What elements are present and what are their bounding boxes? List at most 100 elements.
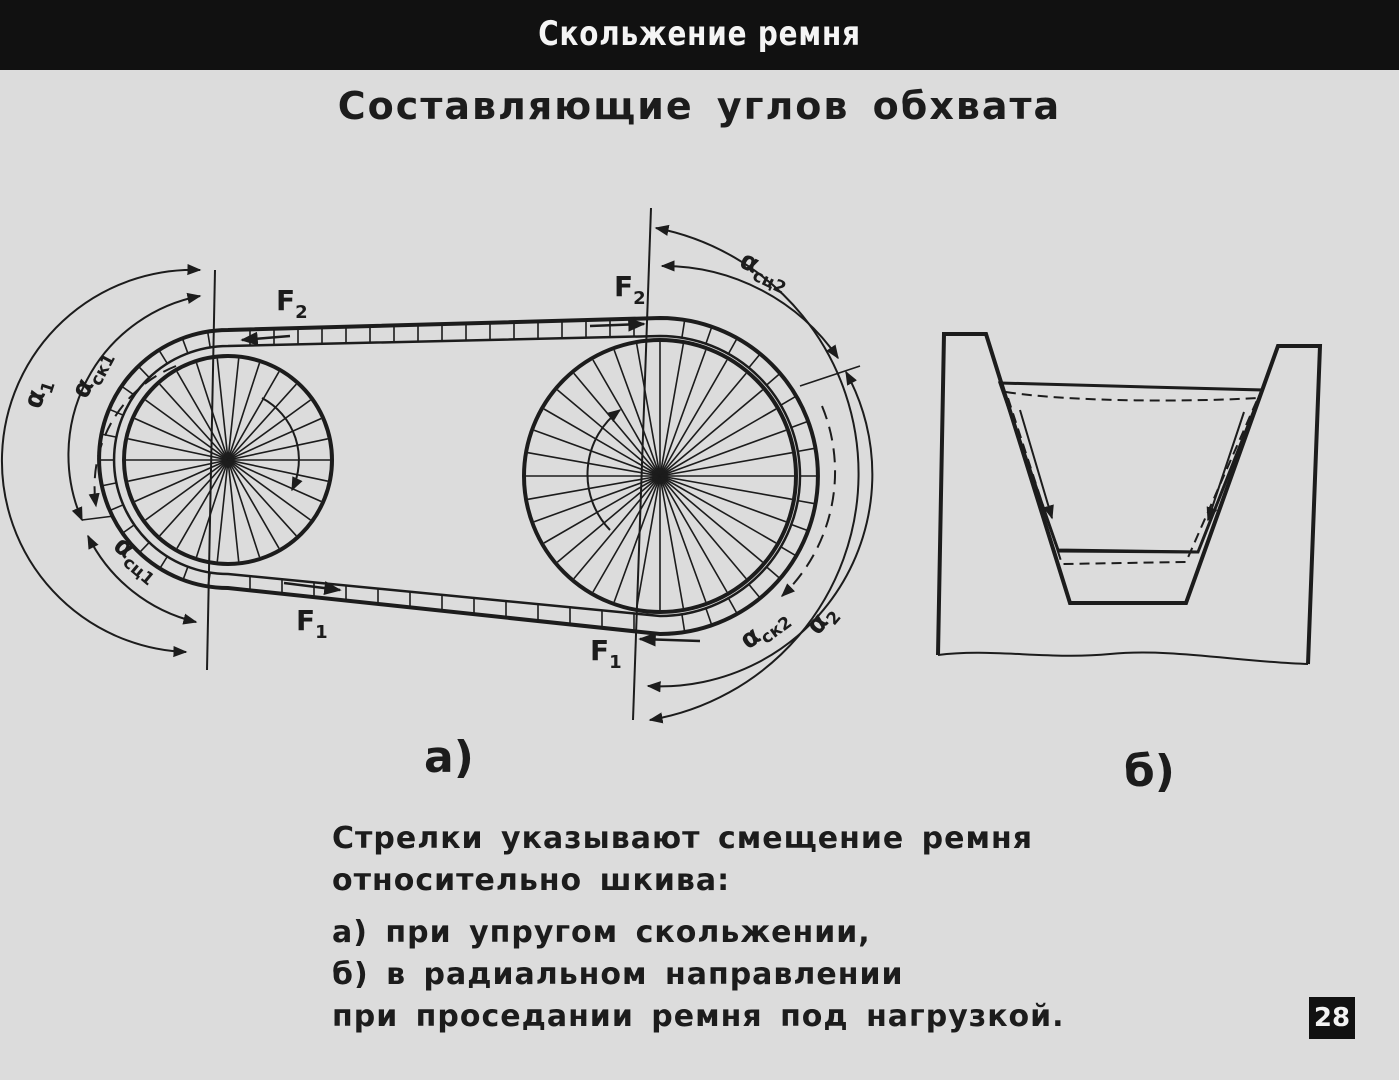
force-f2-left-arrow [240,331,291,346]
pulley-spoke [227,459,297,537]
belt-segment-mark [705,608,713,626]
belt-segment-mark [748,353,761,369]
belt-segment-mark [101,433,117,438]
pulley-spoke [527,475,661,501]
belt-segment-mark [138,366,150,379]
arc-alpha-sk2 [646,370,874,693]
svg-text:αск1: αск1 [66,344,120,405]
belt-segment-mark [158,350,168,364]
belt-segment-mark [681,319,686,338]
pulley-spoke [556,475,661,563]
radial-arrow-right [1206,411,1245,522]
pulley-spoke [227,371,280,461]
belt-segment-mark [765,372,781,386]
header-bar: Скольжение ремня [0,0,1399,70]
belt-segment-mark [791,523,809,532]
svg-text:F1: F1 [296,604,328,643]
belt-drive-figure [0,207,874,724]
belt-segment-mark [797,447,816,453]
radial-arrow-left [1019,409,1054,520]
belt-segment-mark [705,326,713,344]
pulley-spoke [533,475,661,523]
svg-text:F2: F2 [276,284,308,323]
pulley-spoke [134,417,229,461]
label-f2-right-sub: 2 [633,288,646,309]
label-f1-right: F [590,634,609,667]
belt-segment-mark [765,566,781,580]
label-f2-left: F [276,284,295,317]
belt-segment-mark [791,420,809,429]
pulley-spoke [134,459,229,503]
pulley-groove-profile [936,332,1323,665]
label-f2-left-sub: 2 [295,302,308,323]
slip-arrows-large-pulley [780,405,837,597]
header-title: Скольжение ремня [538,14,861,54]
arc-alpha1 [0,263,202,658]
v-groove-figure [936,332,1323,665]
description: Стрелки указывают смещение ремня относит… [332,818,1232,1038]
arc-divider-left [81,515,115,521]
description-line-5: при проседании ремня под нагрузкой. [332,999,1065,1034]
pulley-spoke [227,383,297,461]
belt-bottom-edge [1057,549,1199,554]
label-f1-left-sub: 1 [315,622,328,643]
belt-segment-mark [138,541,150,554]
pulley-spoke [195,459,229,558]
left-reference-line [206,269,216,671]
pulley-spoke [227,459,328,482]
pulley-spoke [533,429,661,477]
label-alpha1-sub: 1 [37,379,60,396]
label-f1-left: F [296,604,315,637]
pulley-spoke [216,358,229,461]
pulley-spoke [227,438,328,461]
arc-alpha-sc2 [660,260,839,360]
pulley-spoke [227,459,280,549]
belt-segment-mark [780,395,797,406]
right-reference-line [632,207,652,721]
svg-text:αсц2: αсц2 [733,245,795,299]
pulley-spoke [159,383,229,461]
large-pulley-rotation-arrow [586,409,622,531]
label-f2-right: F [614,270,633,303]
arc-alpha-sc1 [87,534,198,625]
pulley-spoke [159,459,229,537]
belt-segment-mark [121,524,135,535]
force-f1-left-arrow [283,581,342,595]
slide-title: Составляющие углов обхвата [337,84,1062,128]
belt-section-displaced [1004,390,1260,566]
pulley-spoke [543,408,661,477]
pulley-section-break [937,651,1309,665]
belt-segment-mark [727,337,738,355]
pulley-spoke [227,459,322,503]
svg-text:F2: F2 [614,270,646,309]
caption-a: а) [424,732,474,783]
caption-b: б) [1124,746,1175,797]
belt-segment-mark [797,499,816,505]
pulley-spoke [227,459,311,521]
pulley-spoke [227,417,322,461]
svg-text:αсц1: αсц1 [105,530,167,590]
belt-segment-mark [780,546,797,557]
belt-segment-mark [109,504,124,512]
pulley-spoke [573,372,661,477]
description-line-1: Стрелки указывают смещение ремня [332,821,1034,856]
force-f1-right-arrow [638,632,701,647]
belt-segment-mark [681,614,686,633]
belt-segment-mark [727,597,738,615]
pulley-spoke [573,475,661,580]
description-line-3: а) при упругом скольжении, [332,915,871,950]
large-pulley-spokes [526,342,794,610]
pulley-spoke [216,459,229,562]
belt-segment-mark [207,332,211,348]
pulley-spoke [227,459,240,562]
svg-text:α1: α1 [18,375,60,414]
small-pulley-rotation-arrow [261,397,303,492]
slip-arrows-small-pulley [88,365,177,508]
force-f2-right-arrow [589,317,646,332]
label-f1-right-sub: 1 [609,652,622,673]
label-alpha-sk1-sub: ск1 [86,350,119,389]
svg-text:F1: F1 [590,634,622,673]
belt-segment-mark [101,482,117,487]
description-line-2: относительно шкива: [332,863,731,898]
